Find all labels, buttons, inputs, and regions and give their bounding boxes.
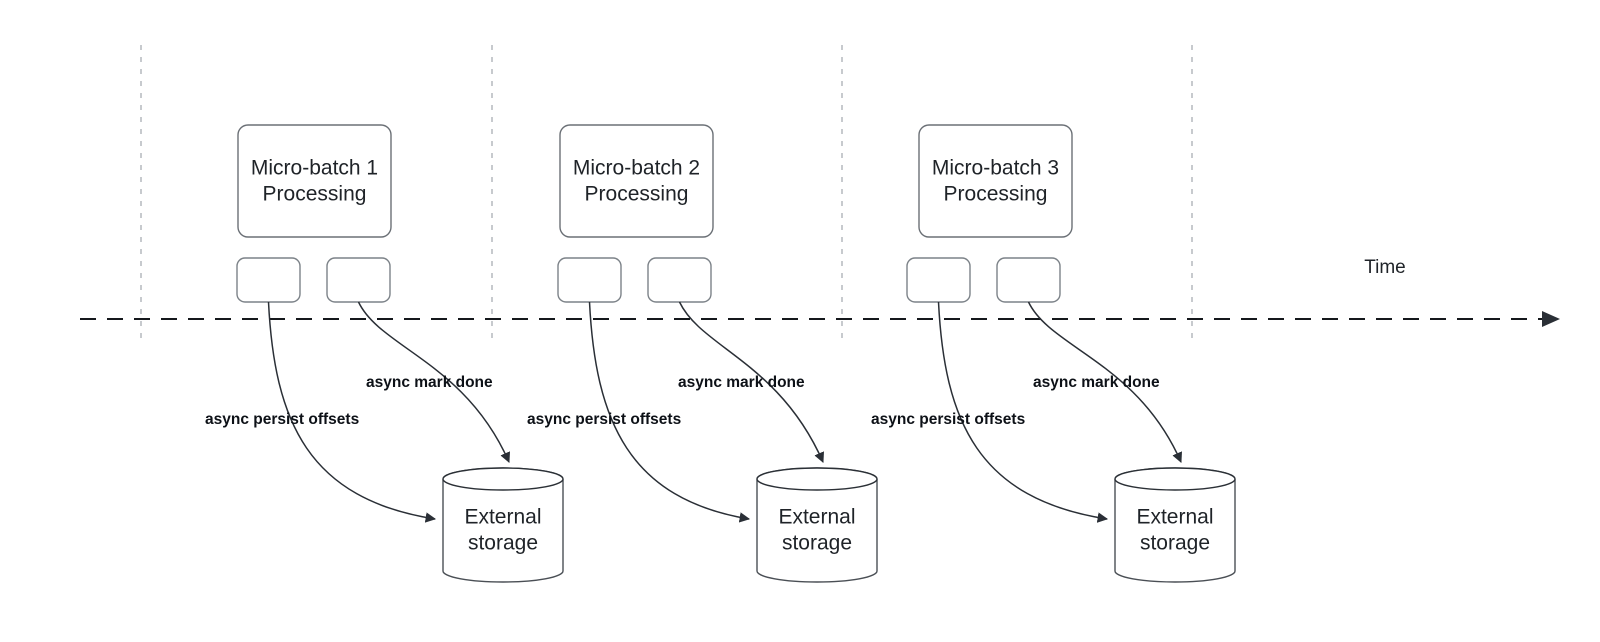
external-storage-label-line2-2: storage <box>782 532 852 555</box>
micro-batch-label-line2-3: Processing <box>944 183 1048 206</box>
period-boundary-lines <box>140 45 1193 340</box>
mark-done-1-label: async mark done <box>366 374 493 391</box>
persist-offsets-2-arrow <box>588 301 751 523</box>
commit-marker-1a[interactable] <box>236 257 301 303</box>
external-storage-cylinder-top-3[interactable] <box>1114 467 1236 491</box>
mark-done-1-arrow <box>357 301 510 463</box>
external-storage-label-line1-3: External <box>1136 506 1213 529</box>
mark-done-3-arrow <box>1027 301 1182 463</box>
micro-batch-box-3[interactable] <box>918 124 1073 238</box>
mark-done-2-label: async mark done <box>678 374 805 391</box>
time-axis <box>80 311 1560 327</box>
persist-offsets-3-arrow <box>937 301 1109 523</box>
micro-batch-label-line2-2: Processing <box>585 183 689 206</box>
time-axis-label: Time <box>1364 257 1406 278</box>
micro-batch-box-2[interactable] <box>559 124 714 238</box>
persist-offsets-3-label: async persist offsets <box>871 411 1025 428</box>
persist-offsets-1-arrow <box>267 301 437 523</box>
mark-done-2-arrow <box>678 301 824 463</box>
micro-batch-label-line1-3: Micro-batch 3 <box>932 157 1059 180</box>
micro-batch-label-line1-2: Micro-batch 2 <box>573 157 700 180</box>
external-storage-label-line1-2: External <box>778 506 855 529</box>
external-storage-cylinder-top-2[interactable] <box>756 467 878 491</box>
commit-marker-2b[interactable] <box>647 257 712 303</box>
mark-done-3-label: async mark done <box>1033 374 1160 391</box>
external-storage-label-line2-1: storage <box>468 532 538 555</box>
commit-marker-3b[interactable] <box>996 257 1061 303</box>
time-axis-arrowhead <box>1542 311 1560 327</box>
external-storage-label-line2-3: storage <box>1140 532 1210 555</box>
micro-batch-label-line2-1: Processing <box>263 183 367 206</box>
external-storage-cylinder-top-1[interactable] <box>442 467 564 491</box>
commit-marker-3a[interactable] <box>906 257 971 303</box>
micro-batch-box-1[interactable] <box>237 124 392 238</box>
micro-batch-label-line1-1: Micro-batch 1 <box>251 157 378 180</box>
persist-offsets-1-label: async persist offsets <box>205 411 359 428</box>
commit-marker-2a[interactable] <box>557 257 622 303</box>
commit-marker-1b[interactable] <box>326 257 391 303</box>
external-storage-label-line1-1: External <box>464 506 541 529</box>
persist-offsets-2-label: async persist offsets <box>527 411 681 428</box>
